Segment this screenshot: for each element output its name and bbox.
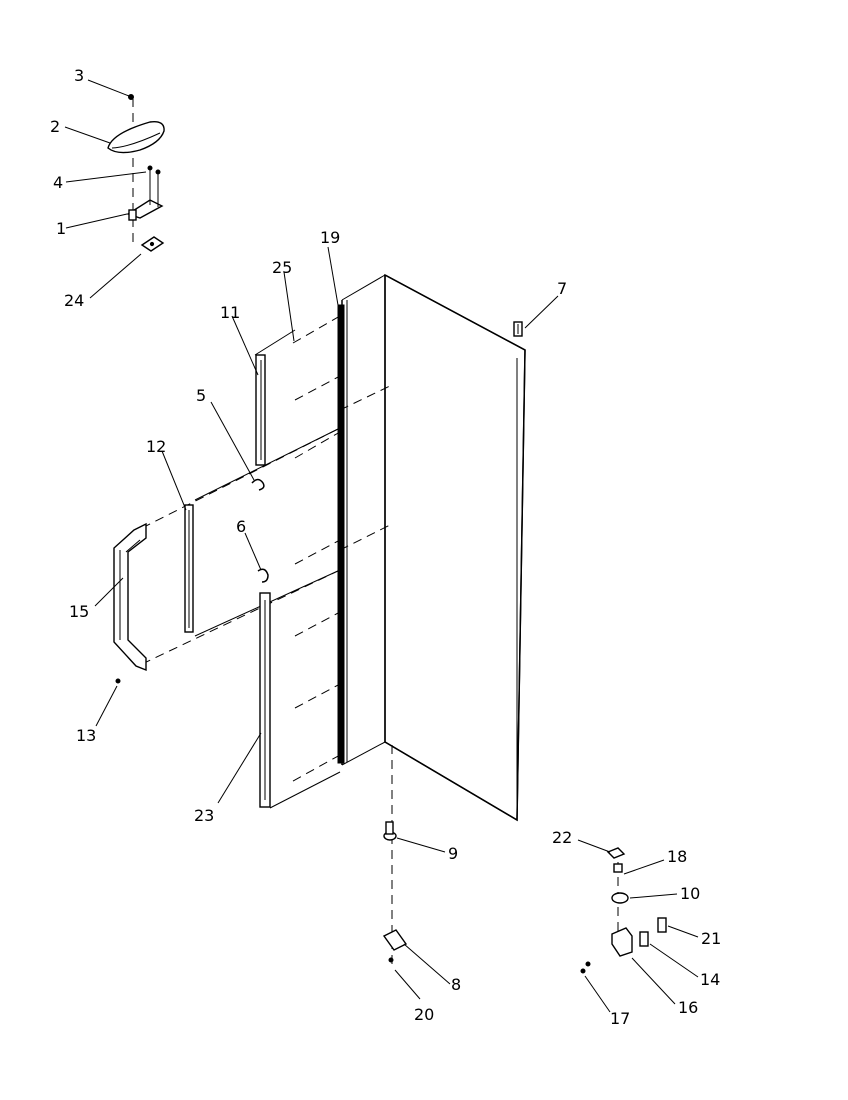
upper-hinge-assembly: [107, 94, 165, 252]
door-handle: [113, 522, 147, 672]
door-panel: [337, 273, 526, 822]
hinge-cover: [107, 121, 165, 154]
callout-23: 23: [194, 806, 214, 825]
callout-25: 25: [272, 258, 292, 277]
callout-20: 20: [414, 1005, 434, 1024]
callout-4: 4: [53, 173, 63, 192]
hinge-cover-screw: [128, 94, 134, 100]
callout-6: 6: [236, 517, 246, 536]
callout-17: 17: [610, 1009, 630, 1028]
callout-10: 10: [680, 884, 700, 903]
assembly-lines: [132, 98, 619, 965]
handle-trim-assembly: [113, 354, 271, 808]
callout-21: 21: [701, 929, 721, 948]
callout-5: 5: [196, 386, 206, 405]
leader-lines: [64, 79, 699, 1013]
callout-18: 18: [667, 847, 687, 866]
callout-11: 11: [220, 303, 240, 322]
callout-3: 3: [74, 66, 84, 85]
callout-13: 13: [76, 726, 96, 745]
top-clip: [513, 321, 523, 337]
callout-7: 7: [557, 279, 567, 298]
door-gasket-strip: [337, 304, 345, 764]
callout-19: 19: [320, 228, 340, 247]
callout-16: 16: [678, 998, 698, 1017]
callout-12: 12: [146, 437, 166, 456]
lower-pin-assembly: [382, 821, 408, 963]
callout-15: 15: [69, 602, 89, 621]
callout-22: 22: [552, 828, 572, 847]
callout-2: 2: [50, 117, 60, 136]
callout-9: 9: [448, 844, 458, 863]
callout-24: 24: [64, 291, 84, 310]
callout-1: 1: [56, 219, 66, 238]
lower-hinge: [611, 927, 633, 957]
callout-14: 14: [700, 970, 720, 989]
lower-hinge-assembly: [580, 847, 667, 974]
callout-8: 8: [451, 975, 461, 994]
callout-labels: 3 2 4 1 24 19 25 11 7 5 12 6 15 13 23 9 …: [50, 66, 721, 1028]
